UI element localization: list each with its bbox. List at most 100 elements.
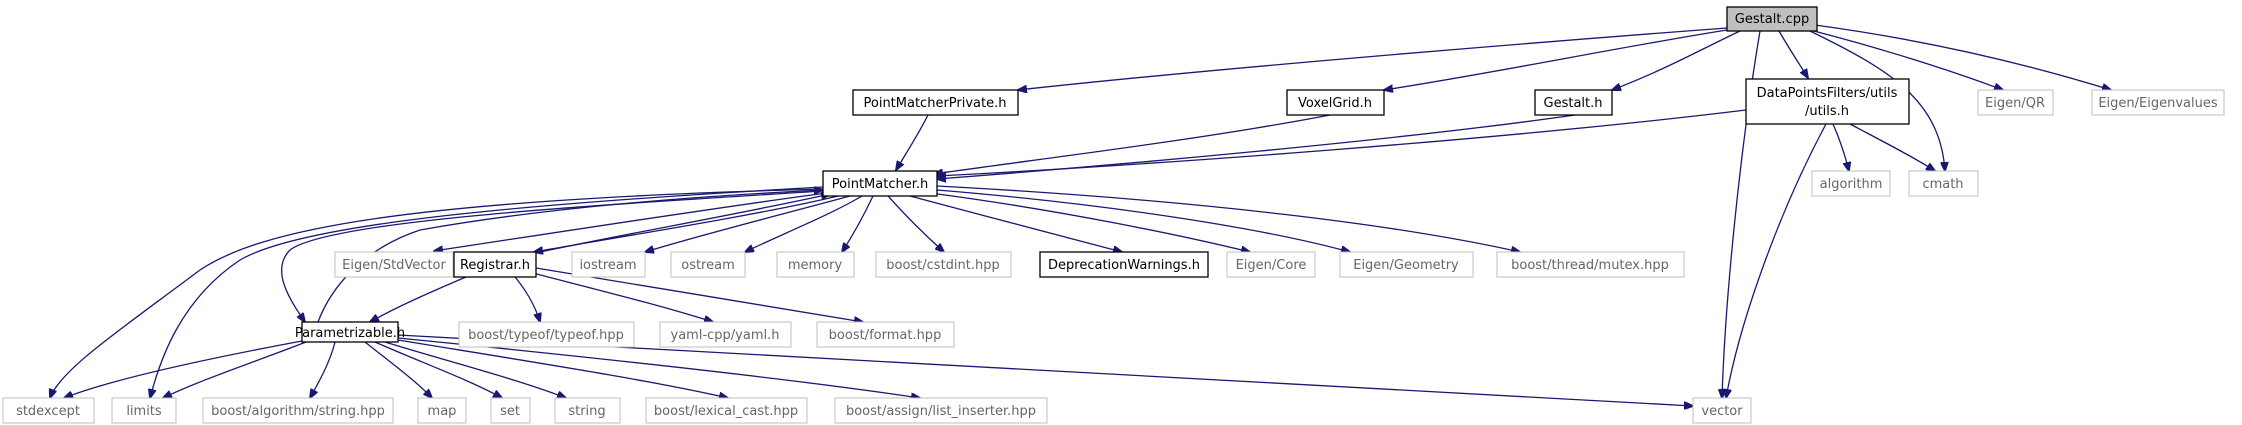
node-label: boost/cstdint.hpp [886, 258, 1000, 273]
node-label: Eigen/StdVector [342, 258, 446, 273]
edge-parametrizable-string [384, 341, 566, 398]
node-algorithm[interactable]: algorithm [1811, 170, 1891, 197]
node-string[interactable]: string [554, 397, 621, 424]
node-label-line2: /utils.h [1805, 104, 1849, 119]
node-eigen-core[interactable]: Eigen/Core [1226, 251, 1316, 278]
edge-utils-cmath [1849, 123, 1935, 171]
node-ostream[interactable]: ostream [670, 251, 746, 278]
node-boost-thread-mutex[interactable]: boost/thread/mutex.hpp [1496, 251, 1685, 278]
node-label: DeprecationWarnings.h [1048, 258, 1200, 273]
edge-pointmatcher-parametrizable [280, 190, 824, 322]
node-label: boost/assign/list_inserter.hpp [846, 404, 1036, 419]
node-label: iostream [579, 258, 636, 273]
node-boost-typeof[interactable]: boost/typeof/typeof.hpp [458, 321, 635, 348]
edge-pointmatcherprivate-pointmatcher [896, 114, 929, 170]
node-label-line1: DataPointsFilters/utils [1757, 86, 1898, 101]
node-registrar-h[interactable]: Registrar.h [453, 251, 537, 278]
node-cmath[interactable]: cmath [1908, 170, 1979, 197]
node-map[interactable]: map [417, 397, 467, 424]
edge-utils-pointmatcher [937, 109, 1747, 176]
node-label: Eigen/Core [1236, 258, 1307, 273]
node-label: vector [1701, 404, 1743, 419]
node-label: cmath [1922, 177, 1963, 192]
node-label: ostream [681, 258, 735, 273]
edge-utils-algorithm [1832, 123, 1849, 171]
edge-voxelgrid-pointmatcher [934, 114, 1331, 174]
node-label: Eigen/Eigenvalues [2098, 96, 2218, 111]
node-deprecationwarnings-h[interactable]: DeprecationWarnings.h [1039, 251, 1209, 278]
node-label: algorithm [1820, 177, 1883, 192]
edge-gestaltcpp-voxelgrid [1384, 29, 1728, 90]
node-boost-cstdint[interactable]: boost/cstdint.hpp [875, 251, 1012, 278]
node-voxelgrid-h[interactable]: VoxelGrid.h [1286, 89, 1385, 116]
node-pointmatcherprivate-h[interactable]: PointMatcherPrivate.h [852, 89, 1019, 116]
edge-pointmatcher-eigenstdvector [434, 192, 827, 251]
edge-pointmatcher-boostthreadmutex [936, 185, 1520, 252]
node-label: Eigen/QR [1985, 96, 2045, 111]
node-label: boost/format.hpp [829, 328, 942, 343]
node-label: Parametrizable.h [295, 326, 405, 341]
edge-gestaltcpp-eigeneigenvalues [1814, 24, 2111, 90]
node-eigen-qr[interactable]: Eigen/QR [1977, 89, 2054, 116]
node-boost-assign-list-inserter[interactable]: boost/assign/list_inserter.hpp [834, 397, 1048, 424]
node-label: set [500, 404, 520, 419]
node-label: memory [788, 258, 843, 273]
node-gestalt-h[interactable]: Gestalt.h [1534, 89, 1613, 116]
edge-parametrizable-stdexcept [64, 340, 303, 398]
node-pointmatcher-h[interactable]: PointMatcher.h [822, 170, 938, 197]
edge-pointmatcher-eigengeometry [936, 189, 1350, 252]
node-label: map [428, 404, 457, 419]
edge-pointmatcher-iostream [645, 195, 851, 252]
node-label: string [568, 404, 605, 419]
node-set[interactable]: set [490, 397, 531, 424]
edge-gestaltcpp-gestalth [1612, 30, 1741, 90]
edge-pointmatcher-deprecationwarnings [909, 195, 1122, 252]
node-label: Gestalt.h [1544, 96, 1603, 111]
edge-registrar-yamlcpp [524, 270, 713, 322]
node-label: boost/thread/mutex.hpp [1511, 258, 1669, 273]
node-parametrizable-h[interactable]: Parametrizable.h [295, 321, 405, 343]
node-eigen-stdvector[interactable]: Eigen/StdVector [334, 251, 454, 278]
node-iostream[interactable]: iostream [571, 251, 646, 278]
edge-parametrizable-lexicalcast [397, 339, 728, 398]
edge-parametrizable-pointmatcher [317, 190, 823, 323]
node-label: stdexcept [16, 404, 80, 419]
node-utils-h[interactable]: DataPointsFilters/utils /utils.h [1745, 78, 1910, 125]
edge-parametrizable-set [374, 341, 502, 398]
edge-utils-vector [1726, 123, 1827, 398]
node-label: PointMatcherPrivate.h [864, 96, 1007, 111]
edge-parametrizable-boostalgorithm [310, 341, 336, 398]
node-boost-algorithm-string[interactable]: boost/algorithm/string.hpp [202, 397, 394, 424]
edge-pointmatcher-limits [150, 186, 824, 398]
node-vector[interactable]: vector [1692, 397, 1752, 424]
node-label: Gestalt.cpp [1735, 12, 1809, 27]
node-label: boost/lexical_cast.hpp [654, 404, 798, 419]
edge-registrar-boosttypeof [509, 270, 540, 322]
edge-pointmatcher-boostcstdint [887, 195, 944, 252]
edge-parametrizable-limits [163, 341, 307, 398]
node-label: Registrar.h [460, 258, 530, 273]
node-stdexcept[interactable]: stdexcept [2, 397, 95, 424]
node-limits[interactable]: limits [111, 397, 177, 424]
node-boost-format[interactable]: boost/format.hpp [816, 321, 955, 348]
node-eigen-geometry[interactable]: Eigen/Geometry [1339, 251, 1474, 278]
node-memory[interactable]: memory [776, 251, 855, 278]
node-label: Eigen/Geometry [1353, 258, 1459, 273]
edge-gestaltcpp-utils [1778, 30, 1808, 78]
edge-gestalth-pointmatcher [937, 114, 1576, 179]
node-yaml-cpp[interactable]: yaml-cpp/yaml.h [659, 321, 792, 348]
edge-pointmatcher-memory [842, 195, 874, 252]
edge-gestaltcpp-pointmatcherprivate [1018, 27, 1728, 90]
edge-parametrizable-map [364, 341, 432, 398]
node-gestalt-cpp[interactable]: Gestalt.cpp [1726, 6, 1818, 32]
edge-pointmatcher-eigencore [929, 192, 1250, 252]
node-label: VoxelGrid.h [1298, 96, 1372, 111]
node-label: PointMatcher.h [832, 177, 928, 192]
node-eigen-eigenvalues[interactable]: Eigen/Eigenvalues [2091, 89, 2225, 116]
edge-pointmatcher-ostream [745, 195, 863, 252]
node-boost-lexical-cast[interactable]: boost/lexical_cast.hpp [645, 397, 808, 424]
edge-pointmatcher-stdexcept [50, 188, 824, 398]
nodes: Gestalt.cpp PointMatcherPrivate.h VoxelG… [2, 6, 2225, 424]
node-label: yaml-cpp/yaml.h [671, 328, 780, 343]
